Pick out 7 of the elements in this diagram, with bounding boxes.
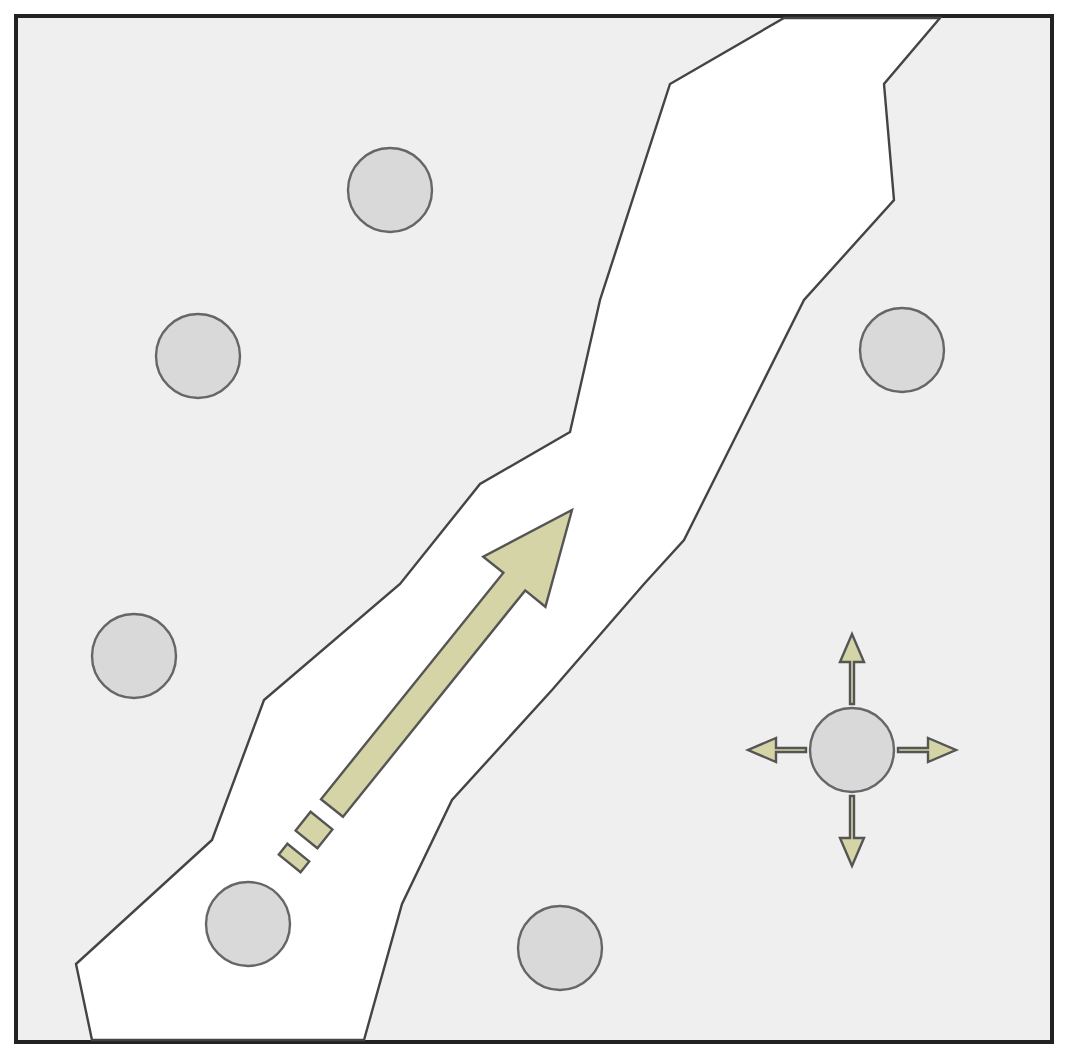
circle xyxy=(858,306,946,394)
circle xyxy=(516,904,604,992)
circle xyxy=(808,706,896,794)
circle xyxy=(154,312,242,400)
circle xyxy=(90,612,178,700)
circle xyxy=(346,146,434,234)
circle xyxy=(204,880,292,968)
